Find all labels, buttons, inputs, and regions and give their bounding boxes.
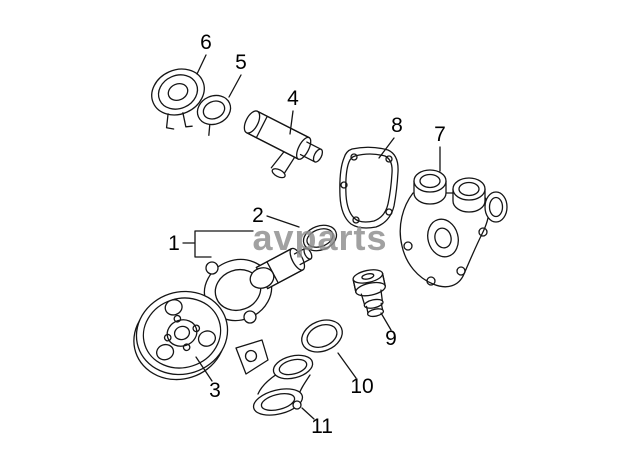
- part-label-2: 2: [252, 204, 264, 227]
- watermark-text: avparts: [252, 217, 387, 258]
- part-label-6: 6: [200, 31, 212, 54]
- part-3-drawing: [133, 290, 229, 381]
- part-8-leader: [378, 137, 395, 159]
- part-9-drawing: [352, 269, 386, 318]
- part-label-7: 7: [434, 123, 446, 146]
- part-1-leader: [182, 230, 254, 258]
- part-11-leader: [301, 407, 315, 420]
- part-label-1: 1: [168, 232, 180, 255]
- part-labels: 1 2 3 4 5 6 7 8 9 10 11: [168, 31, 446, 438]
- part-3-leader: [195, 356, 213, 382]
- part-11-drawing: [235, 339, 314, 416]
- part-label-9: 9: [385, 327, 397, 350]
- part-7-drawing: [399, 169, 508, 288]
- part-6-drawing: [151, 68, 205, 130]
- part-8-drawing: [339, 146, 399, 229]
- part-6-leader: [196, 54, 207, 75]
- part-2-leader: [266, 215, 300, 228]
- part-5-drawing: [196, 94, 232, 136]
- part-10-leader: [337, 352, 357, 379]
- part-9-leader: [380, 312, 392, 331]
- leader-lines: [182, 54, 441, 420]
- part-label-10: 10: [350, 375, 373, 398]
- part-4-drawing: [243, 110, 324, 179]
- part-label-11: 11: [311, 415, 333, 438]
- part-label-4: 4: [287, 87, 299, 110]
- part-5-leader: [228, 74, 242, 98]
- part-2-drawing: [302, 224, 338, 252]
- part-label-3: 3: [209, 379, 221, 402]
- part-label-5: 5: [235, 51, 247, 74]
- part-10-drawing: [301, 319, 343, 353]
- part-label-8: 8: [391, 114, 403, 137]
- part-4-leader: [289, 110, 294, 135]
